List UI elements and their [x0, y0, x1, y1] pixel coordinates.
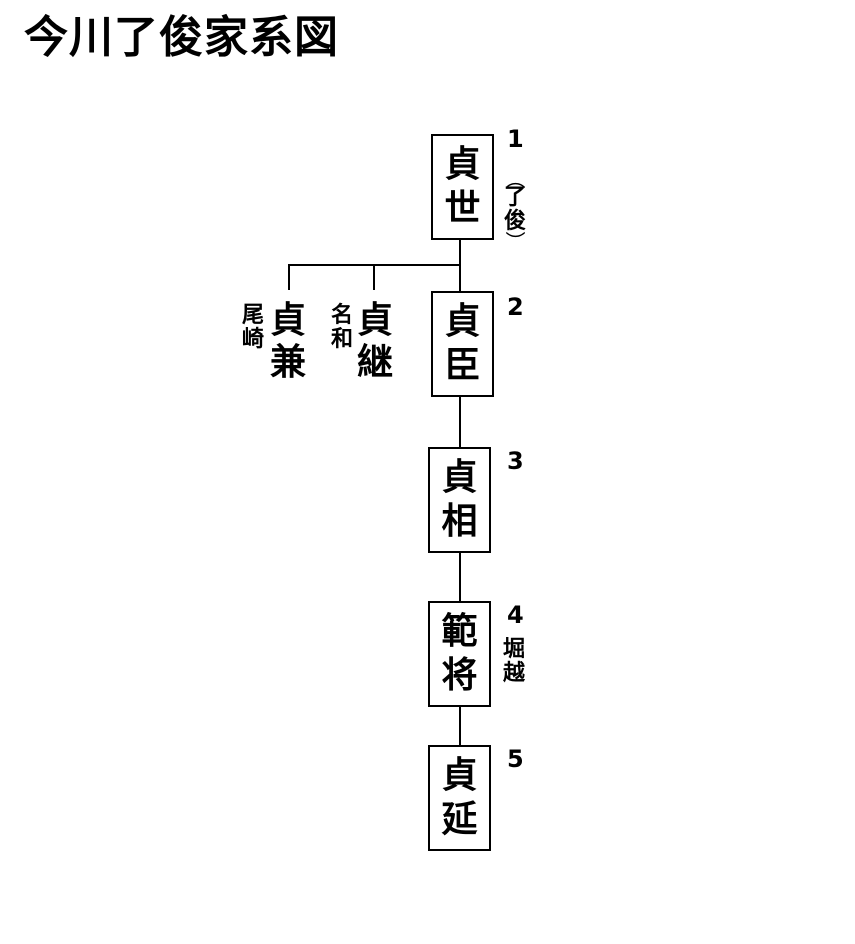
- generation-number-1: 1: [507, 125, 524, 153]
- node-sadanobu-char-2: 延: [441, 799, 478, 840]
- connector-main-4: [459, 706, 461, 746]
- node-sadasuke-char-2: 相: [441, 501, 478, 542]
- branch-sadatsugu-name: 貞 継: [355, 300, 395, 384]
- node-norimasa: 範 将: [428, 601, 491, 707]
- branch-sadakane-surname-char-1: 尾: [241, 303, 264, 328]
- branch-sadakane-char-2: 兼: [269, 342, 306, 383]
- branch-sadakane-char-1: 貞: [269, 300, 306, 341]
- node-sadasuke-char-1: 貞: [441, 457, 478, 498]
- generation-number-2: 2: [507, 293, 524, 321]
- note-ryoshun-char-2: 俊: [503, 209, 526, 234]
- note-ryoshun-paren-close: ）: [503, 231, 527, 251]
- node-sadanobu-char-1: 貞: [441, 755, 478, 796]
- node-sadayo-char-1: 貞: [444, 144, 481, 185]
- node-sadayo-char-2: 世: [444, 188, 481, 229]
- node-sadaomi: 貞 臣: [431, 291, 494, 397]
- connector-main-2: [459, 396, 461, 448]
- node-norimasa-char-2: 将: [441, 655, 478, 696]
- generation-number-5: 5: [507, 745, 524, 773]
- page-title: 今川了俊家系図: [24, 12, 339, 63]
- branch-sadatsugu-surname: 名 和: [329, 304, 355, 352]
- node-sadayo: 貞 世: [431, 134, 494, 240]
- node-sadasuke: 貞 相: [428, 447, 491, 553]
- branch-sadakane-surname-char-2: 崎: [241, 327, 264, 352]
- note-horikoshi-char-1: 堀: [502, 637, 525, 662]
- node-sadaomi-char-2: 臣: [444, 345, 481, 386]
- note-horikoshi-char-2: 越: [502, 661, 525, 686]
- node-norimasa-char-1: 範: [441, 611, 478, 652]
- branch-sadakane-name: 貞 兼: [268, 300, 308, 384]
- node-sadaomi-char-1: 貞: [444, 301, 481, 342]
- branch-sadatsugu-char-1: 貞: [356, 300, 393, 341]
- branch-sadatsugu-surname-char-2: 和: [330, 327, 353, 352]
- note-ryoshun-paren-open: （: [503, 169, 527, 189]
- connector-branch-sadakane: [288, 264, 290, 290]
- connector-main-3: [459, 552, 461, 602]
- branch-sadakane-surname: 尾 崎: [240, 304, 266, 352]
- generation-number-4: 4: [507, 601, 524, 629]
- node-sadanobu: 貞 延: [428, 745, 491, 851]
- branch-sadatsugu-char-2: 継: [356, 342, 393, 383]
- generation-number-3: 3: [507, 447, 524, 475]
- note-horikoshi: 堀 越: [501, 638, 527, 686]
- note-ryoshun-char-1: 了: [503, 185, 526, 210]
- connector-branch-sadatsugu: [373, 264, 375, 290]
- note-ryoshun: （ 了 俊 ）: [502, 169, 528, 251]
- branch-sadatsugu-surname-char-1: 名: [330, 303, 353, 328]
